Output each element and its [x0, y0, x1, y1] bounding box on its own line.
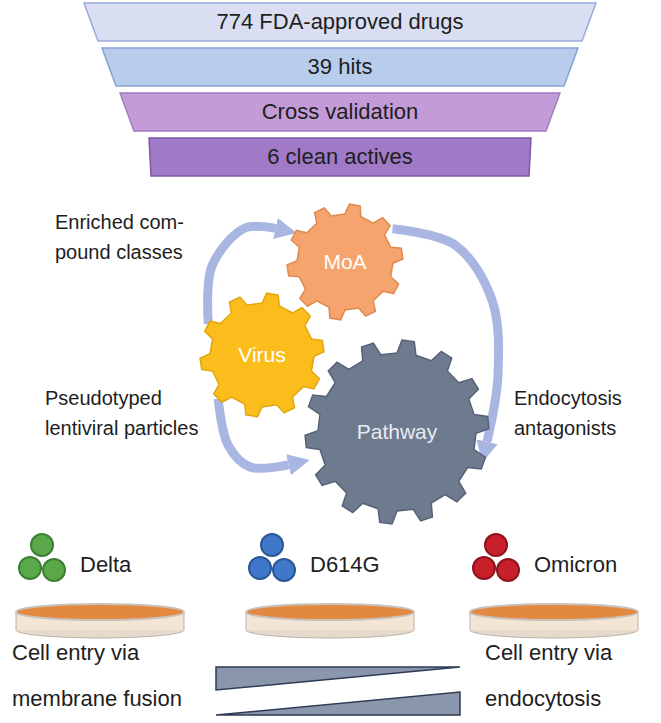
variant-label: Omicron — [534, 552, 617, 578]
funnel-label: Cross validation — [262, 99, 419, 125]
dish-shape — [8, 530, 208, 645]
edge-label: Endocytosis antagonists — [514, 383, 654, 443]
virus-particle — [261, 534, 283, 556]
funnel-label: 39 hits — [308, 54, 373, 80]
dish-shape — [462, 530, 661, 645]
edge-label: Pseudotyped lentiviral particles — [45, 383, 215, 443]
entry-mode-label: Cell entry via endocytosis — [485, 630, 650, 722]
gear-label: Pathway — [357, 420, 438, 444]
gear-label: MoA — [323, 250, 366, 274]
edge-label-box: Pseudotyped lentiviral particles — [45, 383, 215, 443]
funnel-band: 774 FDA-approved drugs — [83, 2, 597, 42]
dish-edge — [470, 612, 471, 630]
dish-medium — [246, 604, 414, 620]
funnel-label: 6 clean actives — [267, 144, 413, 170]
virus-particle — [497, 559, 519, 581]
virus-particle — [273, 559, 295, 581]
gear-outline — [305, 340, 489, 524]
dish-edge — [638, 612, 639, 630]
virus-particle — [43, 559, 65, 581]
virus-dish: Delta — [8, 530, 208, 645]
gear-outline — [200, 293, 324, 417]
virus-particle — [249, 557, 271, 579]
dish-edge — [246, 612, 247, 630]
virus-dish: Omicron — [462, 530, 661, 645]
endocytosis-gradient-wedge — [216, 692, 460, 715]
funnel-trapezoid — [120, 93, 560, 131]
edge-label-box: Endocytosis antagonists — [514, 383, 654, 443]
virus-particle — [473, 557, 495, 579]
dish-medium — [16, 604, 184, 620]
funnel-trapezoid — [84, 3, 596, 41]
dish-edge — [16, 612, 17, 630]
label-box: Cell entry via membrane fusion — [12, 630, 197, 722]
dish-shape — [238, 530, 438, 645]
virus-dish: D614G — [238, 530, 438, 645]
funnel-trapezoid — [102, 48, 578, 86]
label-box: Cell entry via endocytosis — [485, 630, 650, 722]
variant-label: D614G — [310, 552, 380, 578]
variant-label: Delta — [80, 552, 131, 578]
funnel-band: 6 clean actives — [148, 137, 532, 177]
virus-particle — [485, 534, 507, 556]
dish-edge — [414, 612, 415, 630]
fusion-gradient-wedge — [216, 667, 460, 690]
funnel-trapezoid — [149, 138, 531, 176]
entry-mode-label: Cell entry via membrane fusion — [12, 630, 197, 722]
gear-node: MoA — [287, 204, 403, 320]
edge-label: Enriched com- pound classes — [55, 207, 200, 267]
edge-label-box: Enriched com- pound classes — [55, 207, 200, 267]
dish-edge — [184, 612, 185, 630]
funnel-label: 774 FDA-approved drugs — [216, 9, 463, 35]
gear-node: Pathway — [305, 340, 489, 524]
gear-outline — [287, 204, 403, 320]
funnel-band: Cross validation — [119, 92, 561, 132]
dish-medium — [470, 604, 638, 620]
funnel-band: 39 hits — [101, 47, 579, 87]
virus-particle — [31, 534, 53, 556]
gear-node: Virus — [200, 293, 324, 417]
gear-label: Virus — [238, 343, 285, 367]
virus-particle — [19, 557, 41, 579]
